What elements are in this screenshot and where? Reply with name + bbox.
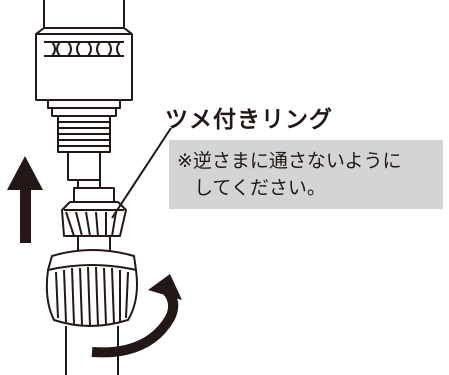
caution-note-line-1: ※逆さまに通さないように [177,150,402,172]
threaded-section [57,115,111,181]
claw-ring [61,187,127,237]
knurled-nut [45,249,138,327]
caution-note-line-2: してください。 [194,177,326,199]
claw-ring-label: ツメ付きリング [165,107,333,133]
leader-line [111,127,172,219]
faucet-top-part [35,0,133,101]
caution-note: ※逆さまに通さないように してください。 [169,140,443,209]
rotate-arrow-icon [91,274,182,358]
faucet-collar [47,99,121,117]
up-arrow-icon [7,156,43,243]
